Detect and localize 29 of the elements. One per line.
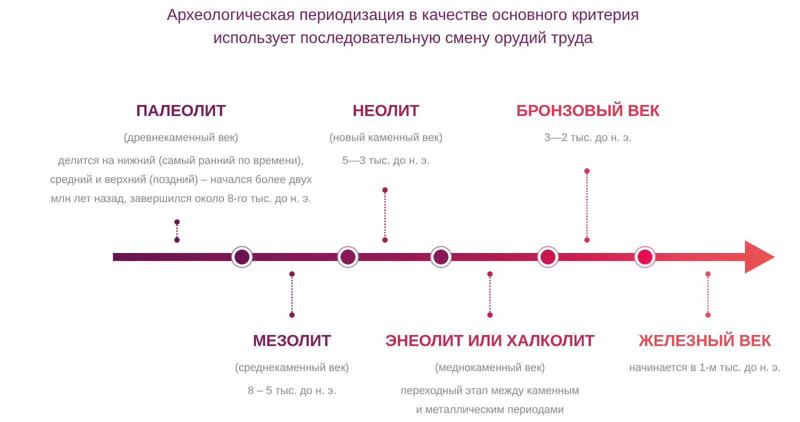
period-description: (древнекаменный век) [124, 131, 238, 146]
period-name: ПАЛЕОЛИТ [136, 102, 226, 122]
period-name: ЖЕЛЕЗНЫЙ ВЕК [638, 332, 772, 352]
period-description: 3—2 тыс. до н. э. [544, 131, 632, 146]
leader-line [584, 168, 590, 243]
period-name: НЕОЛИТ [352, 102, 420, 122]
period-name: ЭНЕОЛИТ ИЛИ ХАЛКОЛИТ [385, 332, 595, 352]
period-description: (меднокаменный век) [434, 361, 546, 376]
leader-line [174, 219, 180, 243]
period-description: переходный этап между каменным и металлическим периодами [400, 384, 580, 418]
leader-line [705, 271, 711, 318]
timeline-marker [634, 246, 656, 268]
period-description: начинается в 1-м тыс. до н. э. [629, 361, 781, 376]
period-description: 8 – 5 тыс. до н. э. [248, 384, 336, 399]
leader-line [289, 271, 295, 318]
timeline-marker [537, 246, 559, 268]
period-description: (среднекаменный век) [234, 361, 350, 376]
timeline-marker [337, 246, 359, 268]
diagram-title: Археологическая периодизация в качестве основного критерия использует последовательную смену орудий труда [166, 6, 640, 49]
leader-line [487, 271, 493, 318]
period-description: 5—3 тыс. до н. э. [342, 154, 430, 169]
leader-line [382, 187, 388, 243]
period-name: БРОНЗОВЫЙ ВЕК [516, 102, 660, 122]
timeline-arrow [113, 240, 775, 274]
period-description: делится на нижний (самый ранний по времени), средний и верхний (поздний) – начался более двух млн лет назад, завершился около 8-го тыс. до н. э. [48, 154, 313, 207]
period-description: (новый каменный век) [329, 131, 443, 146]
timeline-marker [430, 246, 452, 268]
period-name: МЕЗОЛИТ [252, 332, 332, 352]
timeline-marker [231, 246, 253, 268]
